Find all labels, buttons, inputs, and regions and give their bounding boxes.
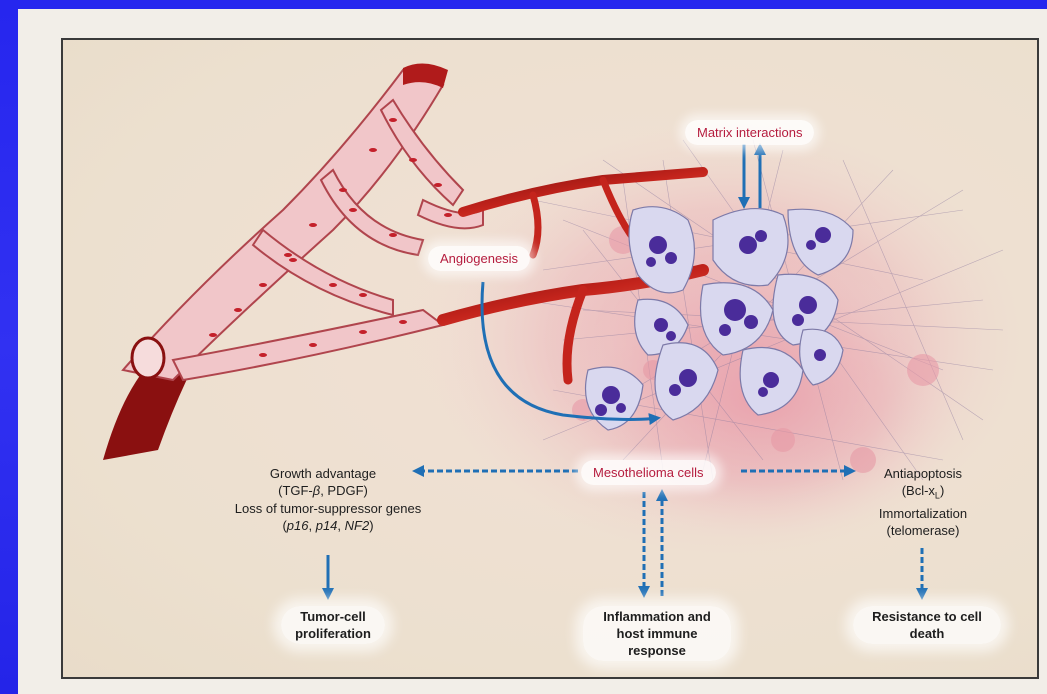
inflammation-response-label: Inflammation and host immune response — [583, 606, 731, 661]
loss-line-1: Loss of tumor-suppressor genes — [223, 500, 433, 517]
growth-advantage-text: Growth advantage (TGF-β, PDGF) — [253, 465, 393, 499]
growth-line-1: Growth advantage — [253, 465, 393, 482]
angiogenesis-label: Angiogenesis — [428, 246, 530, 271]
matrix-interactions-label: Matrix interactions — [685, 120, 814, 145]
tumor-cell-proliferation-label: Tumor-cell proliferation — [281, 606, 385, 644]
growth-line-2: (TGF-β, PDGF) — [253, 482, 393, 499]
resistance-to-cell-death-label: Resistance to cell death — [853, 606, 1001, 644]
mesothelioma-cells-label: Mesothelioma cells — [581, 460, 716, 485]
loss-of-tumor-suppressor-text: Loss of tumor-suppressor genes (p16, p14… — [223, 500, 433, 534]
loss-gene-list: (p16, p14, NF2) — [223, 517, 433, 534]
antiapoptosis-text: Antiapoptosis (Bcl-xL) Immortalization (… — [863, 465, 983, 539]
figure-panel: Matrix interactions Angiogenesis Mesothe… — [18, 9, 1047, 694]
diagram-frame: Matrix interactions Angiogenesis Mesothe… — [61, 38, 1039, 679]
diagram-illustration — [63, 40, 1039, 679]
